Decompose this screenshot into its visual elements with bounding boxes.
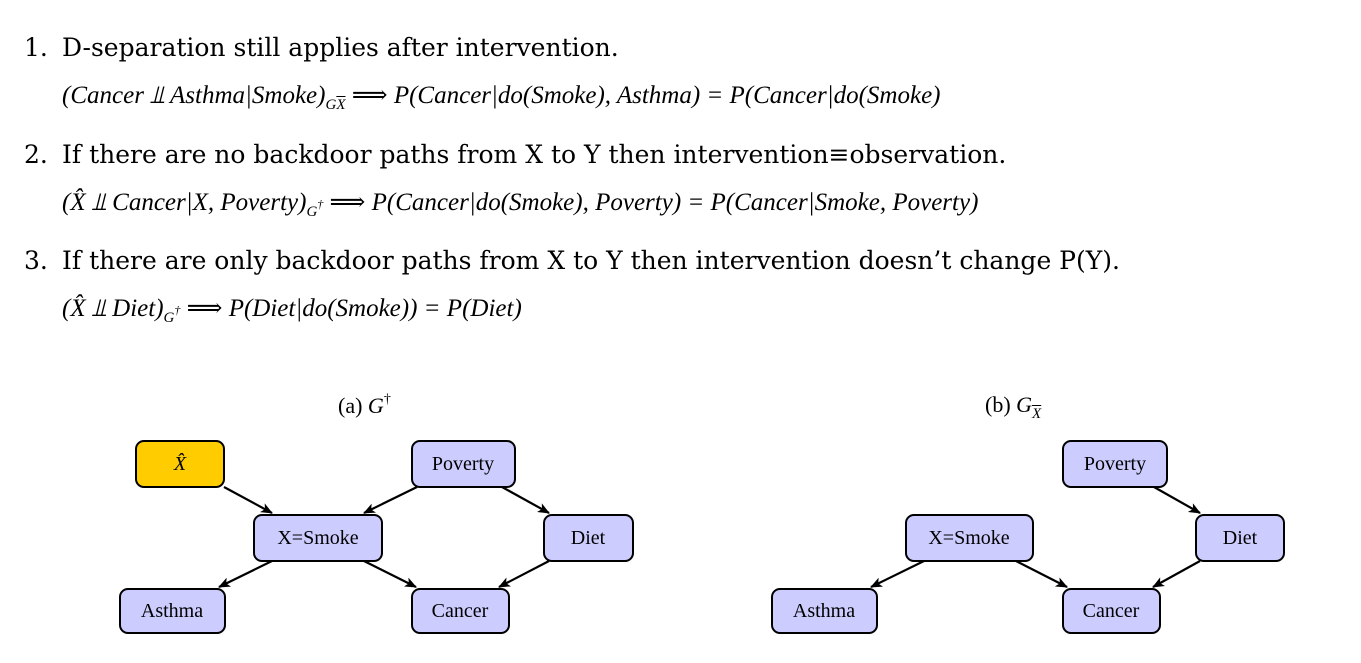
edge-smoke-cancer — [1015, 560, 1068, 588]
svg-text:Poverty: Poverty — [1084, 453, 1146, 475]
edge-poverty-smoke — [363, 486, 418, 514]
formula-rhs: ⟹ P(Diet|do(Smoke)) = P(Diet) — [180, 295, 522, 322]
svg-text:Diet: Diet — [1223, 527, 1258, 549]
rule-formula: (Cancer ⫫ Asthma|Smoke)GX ⟹ P(Cancer|do(… — [62, 81, 941, 120]
caption-a: (a) G† — [338, 392, 391, 418]
edge-xhat-smoke — [223, 486, 273, 514]
rule-number: 2. — [24, 140, 48, 169]
node-cancer: Cancer — [411, 588, 510, 634]
formula-graph-symbol: G† — [163, 303, 181, 326]
svg-text:Asthma: Asthma — [141, 600, 203, 622]
graph-b-edges — [870, 486, 1201, 588]
formula-rhs: ⟹ P(Cancer|do(Smoke), Poverty) = P(Cance… — [323, 189, 979, 216]
node-smoke: X=Smoke — [253, 514, 383, 562]
rule-formula: (X̂ ⫫ Cancer|X, Poverty)G† ⟹ P(Cancer|do… — [62, 188, 978, 227]
edge-diet-cancer — [1152, 560, 1201, 588]
svg-text:X=Smoke: X=Smoke — [928, 527, 1009, 549]
svg-text:X=Smoke: X=Smoke — [277, 527, 358, 549]
node-cancer-b: Cancer — [1062, 588, 1161, 634]
node-poverty: Poverty — [411, 440, 516, 488]
svg-text:Cancer: Cancer — [432, 600, 489, 622]
edge-smoke-asthma — [870, 560, 925, 588]
rule-statement: If there are only backdoor paths from X … — [62, 246, 1120, 275]
svg-text:X̂: X̂ — [173, 452, 187, 475]
formula-lhs: (X̂ ⫫ Diet) — [62, 295, 164, 322]
formula-graph-symbol: G† — [306, 197, 324, 220]
edge-smoke-cancer — [363, 560, 417, 588]
edge-diet-cancer — [498, 560, 550, 588]
node-diet-b: Diet — [1195, 514, 1285, 562]
rule-statement: If there are no backdoor paths from X to… — [62, 140, 1007, 169]
svg-text:Asthma: Asthma — [793, 600, 855, 622]
edge-poverty-diet — [1153, 486, 1201, 514]
rule-number: 3. — [24, 246, 48, 275]
formula-lhs: (Cancer ⫫ Asthma|Smoke) — [62, 82, 326, 109]
svg-text:Cancer: Cancer — [1083, 600, 1140, 622]
node-asthma-b: Asthma — [771, 588, 878, 634]
formula-lhs: (X̂ ⫫ Cancer|X, Poverty) — [62, 189, 307, 216]
edge-poverty-diet — [501, 486, 550, 514]
svg-text:Diet: Diet — [571, 527, 606, 549]
node-asthma: Asthma — [119, 588, 226, 634]
formula-graph-symbol: GX — [325, 97, 346, 113]
node-smoke-b: X=Smoke — [905, 514, 1034, 562]
node-poverty-b: Poverty — [1062, 440, 1168, 488]
formula-rhs: ⟹ P(Cancer|do(Smoke), Asthma) = P(Cancer… — [345, 82, 941, 109]
svg-text:Poverty: Poverty — [432, 453, 494, 475]
rule-statement: D-separation still applies after interve… — [62, 33, 619, 62]
graph-a-edges — [218, 486, 550, 588]
caption-b: (b) GX — [985, 392, 1042, 422]
rule-formula: (X̂ ⫫ Diet)G† ⟹ P(Diet|do(Smoke)) = P(Di… — [62, 294, 522, 333]
rule-number: 1. — [24, 33, 48, 62]
node-diet: Diet — [543, 514, 634, 562]
edge-smoke-asthma — [218, 560, 273, 588]
node-xhat: X̂ — [135, 440, 225, 488]
